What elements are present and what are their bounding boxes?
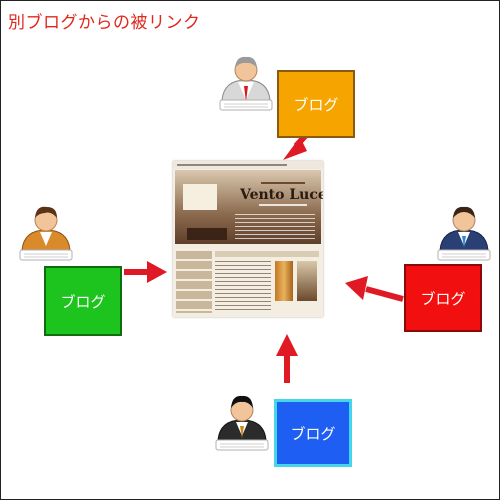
site-header-image: Vento Luce <box>175 170 323 244</box>
site-content-text <box>215 261 271 313</box>
blog-box-red: ブログ <box>404 264 482 332</box>
arrow-bottom <box>276 334 298 383</box>
blog-box-orange: ブログ <box>277 70 355 138</box>
site-table-graphic <box>187 228 227 240</box>
arrow-left <box>124 261 167 283</box>
site-window-graphic <box>183 184 217 210</box>
site-nav-menu <box>176 251 212 313</box>
site-header-text <box>235 214 315 242</box>
blog-box-blue: ブログ <box>274 399 352 467</box>
diagram-title: 別ブログからの被リンク <box>8 13 201 33</box>
blog-box-green: ブログ <box>44 266 122 336</box>
site-content <box>215 251 319 315</box>
site-content-heading <box>215 251 319 257</box>
website-screenshot: Vento Luce <box>173 161 323 317</box>
site-name: Vento Luce <box>240 187 323 203</box>
site-photo-stairs <box>297 261 317 301</box>
site-subtitle-line <box>261 182 305 184</box>
person-icon-right <box>437 206 491 261</box>
person-icon-bottom <box>215 395 269 451</box>
person-icon-top <box>219 56 273 111</box>
arrow-right <box>345 276 404 302</box>
person-icon-left <box>19 206 73 261</box>
site-tagline-line <box>259 204 307 206</box>
site-photo-curtain <box>275 261 293 301</box>
site-top-bar <box>173 161 323 169</box>
